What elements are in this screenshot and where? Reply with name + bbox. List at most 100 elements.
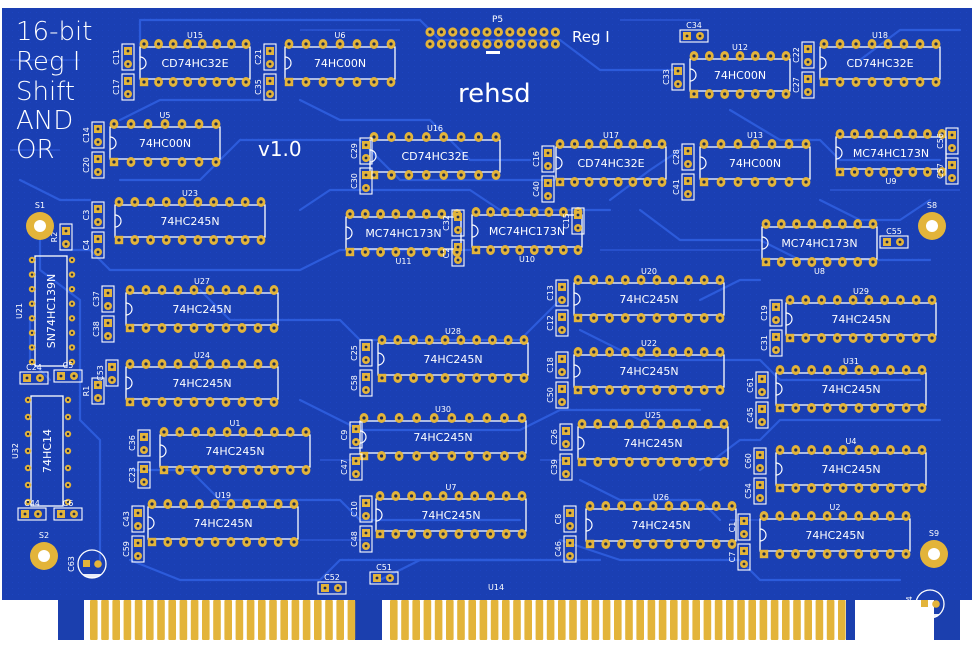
chip-part-label: MC74HC173N (853, 147, 929, 160)
passive-c46: C46 (554, 535, 577, 563)
connector-finger (157, 600, 165, 640)
passive-ref-label: C29 (350, 143, 359, 159)
mounting-hole-s8: S8 (918, 201, 946, 240)
passive-ref-label: C30 (350, 173, 359, 189)
passive-ref-label: C50 (546, 387, 555, 403)
chip-layer: CD74HC32EU1574HC00NU674HC00NU12CD74HC32E… (11, 31, 947, 592)
connector-finger (524, 600, 532, 640)
passive-ref-label: C21 (254, 49, 263, 65)
passive-c38: C38 (92, 315, 115, 343)
connector-finger (782, 600, 790, 640)
chip-outline (377, 342, 529, 376)
passive-ref-label: C47 (340, 459, 349, 475)
passive-ref-label: C15 (562, 213, 571, 229)
passive-ref-label: C1 (728, 522, 737, 533)
connector-finger (647, 600, 656, 640)
passive-layer: C11C17C21C35C33C22C27C14C20C29C30C16C40C… (17, 21, 959, 619)
passive-ref-label: C4 (82, 240, 91, 251)
connector-finger (446, 600, 454, 640)
chip-u15: CD74HC32E U15 (139, 31, 251, 87)
connector-finger (658, 600, 667, 640)
passive-ref-label: C45 (746, 407, 755, 423)
passive-c9: C9 (340, 421, 363, 449)
chip-part-label: 74HC245N (619, 293, 678, 306)
connector-finger (291, 600, 300, 640)
chip-part-label: MC74HC173N (781, 237, 857, 250)
connector-finger (703, 600, 712, 640)
passive-c31: C31 (760, 329, 783, 357)
passive-c23: C23 (128, 461, 151, 489)
passive-c33: C33 (662, 63, 685, 91)
passive-c18: C18 (546, 351, 569, 379)
chip-part-label: 74HC14 (41, 429, 54, 473)
passive-ref-label: C7 (728, 552, 737, 563)
connector-finger (347, 600, 356, 640)
chip-ref-label: U10 (519, 255, 535, 264)
passive-c53: C53 (96, 359, 119, 387)
passive-c29: C29 (350, 137, 373, 165)
connector-finger (101, 600, 109, 640)
passive-c25: C25 (350, 339, 373, 367)
chip-part-label: SN74HC139N (45, 274, 58, 348)
passive-ref-label: C41 (672, 179, 681, 195)
chip-ref-label: U15 (187, 31, 203, 40)
chip-part-label: 74HC245N (421, 509, 480, 522)
connector-finger (112, 600, 120, 640)
chip-part-label: 74HC245N (160, 215, 219, 228)
passive-c22: C22 (792, 41, 815, 69)
passive-c26: C26 (550, 423, 573, 451)
passive-c12: C12 (546, 309, 569, 337)
chip-ref-label: U14 (488, 583, 504, 592)
passive-ref-label: C52 (324, 573, 340, 582)
passive-ref-label: C39 (550, 459, 559, 475)
chip-ref-label: U24 (194, 351, 210, 360)
chip-outline (785, 302, 937, 336)
connector-finger (179, 600, 188, 640)
passive-ref-label: C16 (532, 151, 541, 167)
chip-ref-label: U22 (641, 339, 657, 348)
passive-c56: C56 (936, 127, 959, 155)
connector-finger (591, 600, 600, 640)
passive-c43: C43 (122, 505, 145, 533)
passive-ref-label: C51 (376, 563, 392, 572)
passive-ref-label: C20 (82, 157, 91, 173)
passive-ref-label: C8 (554, 514, 563, 525)
chip-outline (555, 146, 667, 180)
chip-outline (125, 366, 279, 400)
connector-finger (146, 600, 154, 640)
passive-c45: C45 (746, 401, 769, 429)
passive-ref-label: C25 (350, 345, 359, 361)
chip-ref-label: U16 (427, 124, 443, 133)
connector-finger (602, 600, 611, 640)
chip-ref-label: U25 (645, 411, 661, 420)
chip-part-label: CD74HC32E (161, 57, 228, 70)
chip-ref-label: U17 (603, 131, 619, 140)
connector-finger (535, 600, 544, 640)
chip-part-label: 74HC00N (139, 137, 191, 150)
passive-ref-label: C55 (886, 227, 902, 236)
connector-finger (737, 600, 745, 640)
chip-ref-label: U1 (230, 419, 241, 428)
passive-c5: C5 (53, 361, 83, 383)
passive-ref-label: C31 (760, 335, 769, 351)
passive-ref-label: R1 (82, 386, 91, 397)
connector-finger (558, 600, 566, 640)
passive-c50: C50 (546, 381, 569, 409)
header-label: Reg I (572, 28, 610, 46)
chip-part-label: 74HC245N (423, 353, 482, 366)
